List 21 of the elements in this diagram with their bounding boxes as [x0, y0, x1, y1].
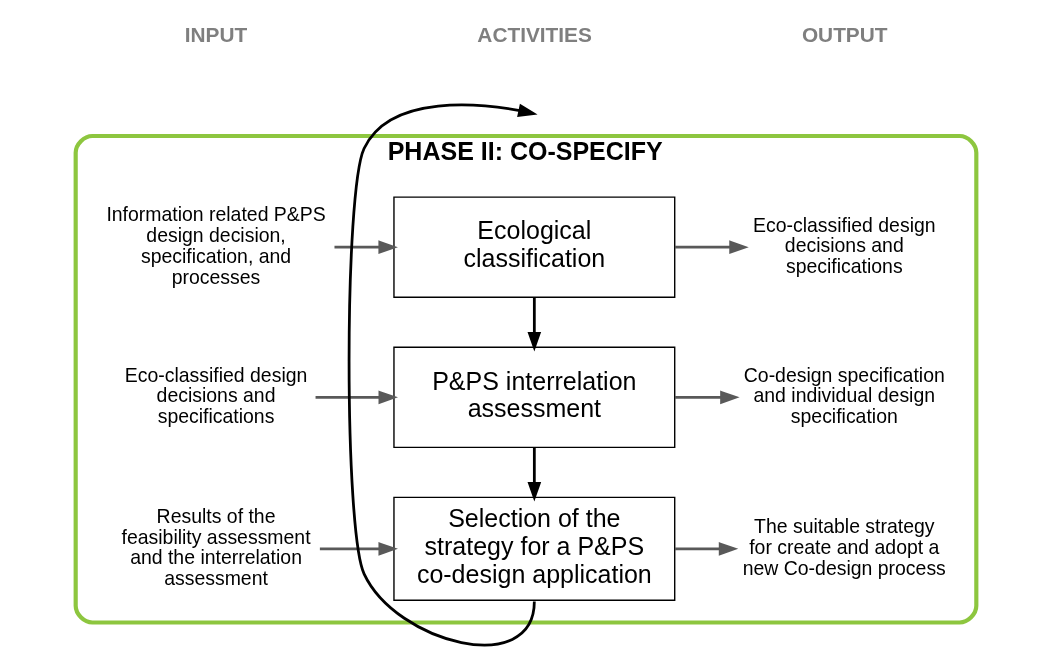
arrow — [674, 542, 738, 556]
node-box: Ecological classification — [392, 196, 675, 298]
node-text: The suitable strategy for create and adopt a new Co-design process — [742, 515, 946, 579]
label: INPUT — [184, 23, 247, 47]
node-text: Eco-classified design decisions and specifications — [124, 363, 307, 428]
arrow — [333, 240, 398, 254]
node-text: Co-design specification and individual design specification — [743, 363, 945, 428]
arrow — [674, 390, 740, 405]
node-text: Results of the feasibility assessment and the interrelation assessment — [121, 504, 311, 590]
label: OUTPUT — [801, 23, 888, 47]
arrow — [527, 297, 541, 352]
arrow — [674, 240, 749, 254]
arrow — [347, 103, 538, 647]
node-text: Eco-classified design decisions and specifications — [752, 213, 936, 278]
node-box: Selection of the strategy for a P&PS co-design application — [392, 496, 675, 601]
node-box: P&PS interrelation assessment — [392, 346, 675, 449]
node-text: Information related P&PS design decision, specification, and processes — [105, 203, 326, 288]
arrow — [319, 542, 398, 556]
label: ACTIVITIES — [476, 23, 592, 47]
arrow — [527, 447, 541, 502]
arrow — [315, 390, 398, 405]
